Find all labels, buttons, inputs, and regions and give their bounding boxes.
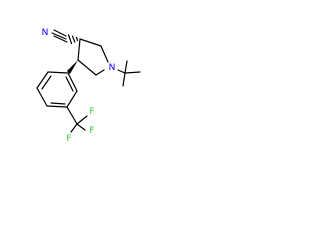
bond-n1-tbu — [117, 69, 126, 74]
benzene-bond-3 — [36, 87, 48, 107]
fluorine-2-label: F — [89, 126, 94, 136]
bond-c-f2 — [76, 123, 86, 131]
bond-nitrile-triple-a — [53, 29, 67, 37]
bond-c-f3 — [70, 123, 78, 133]
bond-tbu-methyl-2 — [124, 60, 128, 74]
bond-tbu-methyl-3 — [122, 72, 126, 87]
benzene-bond-1 — [47, 71, 69, 74]
bond-c-f1 — [76, 115, 88, 125]
bond-c2-n1 — [100, 45, 109, 63]
benzene-bond-2 — [36, 71, 49, 89]
benzene-bond-5 — [66, 90, 78, 108]
bond-aryl-cf3 — [66, 106, 78, 125]
benzene-bond-6 — [67, 72, 78, 92]
benzene-inner-bond-a — [41, 75, 52, 90]
ring-n-label: N — [109, 63, 116, 73]
benzene-inner-bond-b — [50, 102, 66, 105]
bond-n1-c5 — [95, 69, 105, 76]
benzene-bond-4 — [46, 105, 68, 108]
bond-c3-c2 — [79, 38, 102, 47]
stereo-wedge-bond — [67, 60, 78, 74]
bond-tbu-methyl-1 — [124, 71, 141, 74]
bond-c5-c4 — [77, 59, 97, 76]
bond-nitrile-triple-b — [51, 32, 67, 40]
fluorine-3-label: F — [66, 134, 71, 144]
molecule-structure: N N F F F — [36, 28, 141, 144]
bond-nitrile-triple-c — [53, 35, 68, 43]
nitrile-n-label: N — [42, 28, 49, 38]
fluorine-1-label: F — [89, 107, 94, 117]
benzene-inner-bond-c — [65, 76, 74, 92]
bond-c3-c4 — [77, 38, 81, 61]
nitrile-stereo-hash-bond — [67, 34, 79, 45]
